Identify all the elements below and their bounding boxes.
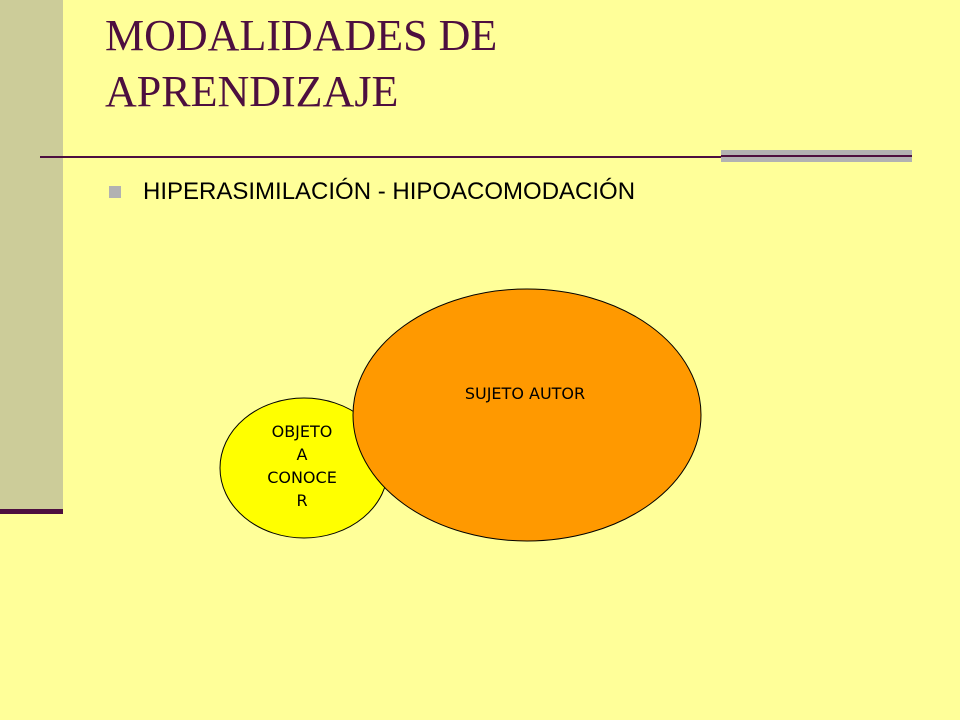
left-band-rule: [0, 509, 63, 514]
subject-ellipse-label: SUJETO AUTOR: [464, 384, 586, 403]
bullet-item: HIPERASIMILACIÓN - HIPOACOMODACIÓN: [109, 176, 635, 208]
object-label-line: A: [296, 445, 308, 464]
slide-title: MODALIDADES DE APRENDIZAJE: [105, 8, 905, 120]
square-bullet-icon: [109, 186, 121, 198]
object-label-line: CONOCE: [267, 468, 337, 487]
slide-title-line-2: APRENDIZAJE: [105, 67, 399, 116]
title-underline: [40, 156, 912, 158]
slide-title-line-1: MODALIDADES DE: [105, 11, 498, 60]
title-underline-accent-line: [721, 155, 912, 157]
object-label-line: OBJETO: [271, 422, 333, 441]
object-label-line: R: [296, 491, 308, 510]
left-decorative-band: [0, 0, 63, 512]
bullet-text: HIPERASIMILACIÓN - HIPOACOMODACIÓN: [143, 178, 636, 205]
object-ellipse-label: OBJETO A CONOCE R: [252, 420, 352, 512]
subject-ellipse: [352, 288, 702, 542]
